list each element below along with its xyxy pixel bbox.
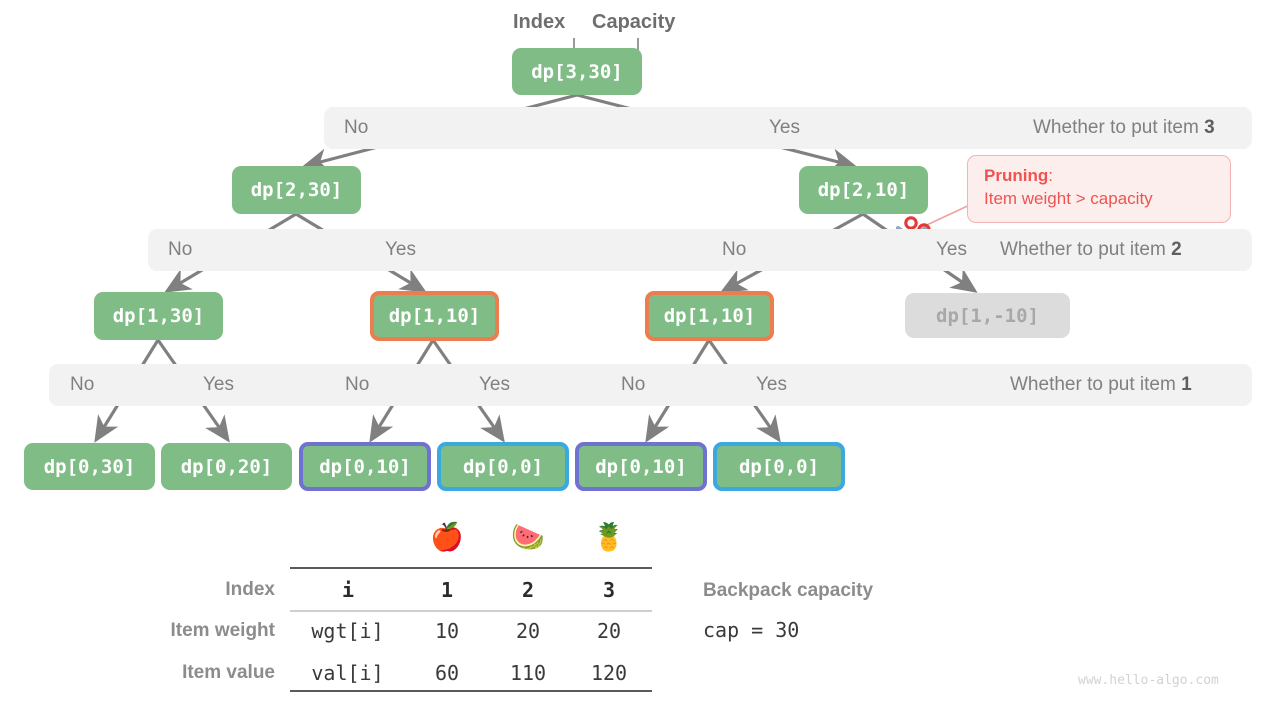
band-1-no-3-label: No [621,374,646,395]
cell-index-1: 1 [440,578,454,602]
pruning-title-line: Pruning: [984,165,1216,187]
tree-node-dp-1-neg10-pruned: dp[1,-10] [905,293,1070,338]
cell-index-2: 2 [521,578,535,602]
tree-node-dp-1-10-b[interactable]: dp[1,10] [645,291,774,341]
band-2-question: Whether to put item 2 [1000,229,1182,271]
cell-weight-key: wgt[i] [311,619,384,643]
tree-node-root-dp-3-30[interactable]: dp[3,30] [512,48,642,95]
watermelon-icon: 🍉 [511,522,545,552]
band-3-question: Whether to put item 3 [1033,107,1215,149]
band-2-question-item: 2 [1171,239,1182,260]
cell-weight-1: 10 [434,619,460,643]
cell-value-1: 60 [434,661,460,685]
band-2-no-1-label: No [168,239,193,260]
cell-weight-3: 20 [596,619,622,643]
tree-leaf-dp-0-20[interactable]: dp[0,20] [161,443,292,490]
row-label-index: Index [225,579,275,600]
band-2-no-2-label: No [722,239,747,260]
band-item-3 [324,107,1252,149]
table-rule-mid [290,610,652,612]
band-1-question-item: 1 [1181,374,1192,395]
tree-leaf-dp-0-10-b[interactable]: dp[0,10] [575,442,707,491]
capacity-annotation: Capacity [592,11,676,33]
band-1-yes-3-label: Yes [756,374,787,395]
capacity-tick [637,38,639,58]
band-2-yes-2-label: Yes [936,239,967,260]
cell-index-3: 3 [602,578,616,602]
band-1-no-2-label: No [345,374,370,395]
band-2-question-text: Whether to put item [1000,239,1172,260]
cell-index-key: i [341,578,355,602]
apple-icon: 🍎 [430,522,464,552]
tree-leaf-dp-0-0-a[interactable]: dp[0,0] [437,442,569,491]
table-rule-top [290,567,652,569]
row-label-item-value: Item value [182,662,275,683]
table-rule-bottom [290,690,652,692]
band-1-yes-1-label: Yes [203,374,234,395]
pineapple-icon: 🍍 [592,522,626,552]
tree-node-dp-2-10[interactable]: dp[2,10] [799,166,928,214]
band-3-question-item: 3 [1204,117,1215,138]
tree-leaf-dp-0-30[interactable]: dp[0,30] [24,443,155,490]
band-1-question: Whether to put item 1 [1010,364,1192,406]
tree-leaf-dp-0-0-b[interactable]: dp[0,0] [713,442,845,491]
cell-value-2: 110 [509,661,547,685]
band-item-1 [49,364,1252,406]
tree-node-dp-2-30[interactable]: dp[2,30] [232,166,361,214]
band-1-yes-2-label: Yes [479,374,510,395]
pruning-title: Pruning [984,166,1049,185]
backpack-capacity-title: Backpack capacity [703,580,874,601]
watermark: www.hello-algo.com [1078,673,1219,688]
cell-value-key: val[i] [311,661,384,685]
band-3-no-label: No [344,117,369,138]
tree-leaf-dp-0-10-a[interactable]: dp[0,10] [299,442,431,491]
tree-node-dp-1-10-a[interactable]: dp[1,10] [370,291,499,341]
tree-node-dp-1-30[interactable]: dp[1,30] [94,292,223,340]
backpack-capacity-value: cap = 30 [703,618,800,642]
pruning-reason: Item weight > capacity [984,189,1153,208]
pruning-callout: Pruning: Item weight > capacity [967,155,1231,223]
cell-value-3: 120 [590,661,628,685]
band-item-2 [148,229,1252,271]
index-annotation: Index [513,11,566,33]
band-1-no-1-label: No [70,374,95,395]
band-3-yes-label: Yes [769,117,800,138]
band-3-question-text: Whether to put item [1033,117,1205,138]
band-1-question-text: Whether to put item [1010,374,1182,395]
row-label-item-weight: Item weight [170,620,275,641]
cell-weight-2: 20 [515,619,541,643]
band-2-yes-1-label: Yes [385,239,416,260]
pruning-colon: : [1048,166,1053,185]
